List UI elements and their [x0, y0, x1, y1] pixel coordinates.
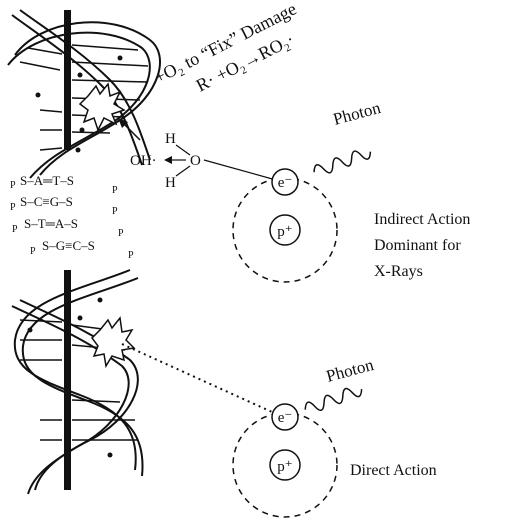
- direct-hit-dotted-line: [121, 343, 273, 413]
- lower-atom: e⁻ p⁺: [232, 403, 338, 518]
- upper-atom: e⁻ p⁺: [232, 168, 338, 283]
- backbone-strand-b-inner: [11, 14, 143, 166]
- phosphate-3: P: [10, 202, 16, 213]
- backbone-strand-a-inner: [7, 31, 151, 179]
- damage-splat-upper: [78, 82, 126, 132]
- direct-action-label: Direct Action: [350, 462, 437, 479]
- water-molecule: H H O OH·: [130, 131, 277, 191]
- water-to-electron-line: [203, 159, 277, 181]
- base-pair-4: S–G≡C–S: [42, 238, 95, 253]
- helix-axis-upper: [64, 10, 71, 150]
- nucleus-label-upper: p⁺: [277, 224, 292, 240]
- helix-rungs-lower: [19, 319, 138, 441]
- backbone-strand-b: [19, 9, 151, 161]
- electron-label-upper: e⁻: [278, 175, 293, 191]
- indirect-action-line1: Indirect Action: [374, 211, 470, 228]
- lower-dna-helix: [11, 269, 144, 495]
- damage-splat-lower: [91, 316, 136, 369]
- base-pair-3: S–T═A–S: [24, 216, 78, 231]
- photon-wave-upper: [313, 150, 372, 174]
- phosphate-7: P: [30, 246, 36, 257]
- phosphate-8: P: [128, 250, 134, 261]
- helix-dots-lower: [27, 297, 113, 458]
- electron-lower: [271, 403, 299, 431]
- backbone-strand-d-inner: [11, 305, 130, 495]
- helix-rungs-upper: [19, 44, 149, 151]
- electron-upper: [271, 168, 299, 196]
- helix-axis-lower: [64, 270, 71, 490]
- hydroxyl-radical: OH·: [130, 153, 157, 169]
- water-oxygen: O: [190, 153, 201, 169]
- water-h-top: H: [165, 131, 176, 147]
- nucleus-label-lower: p⁺: [277, 459, 292, 475]
- backbone-strand-a: [14, 21, 161, 176]
- radical-arrow-head: [118, 118, 128, 128]
- phosphate-2: P: [112, 185, 118, 196]
- nucleus-upper: [269, 214, 301, 246]
- photon-label-upper: Photon: [331, 98, 383, 129]
- photon-label-lower: Photon: [324, 355, 376, 386]
- photon-wave-lower: [304, 387, 363, 411]
- electron-label-lower: e⁻: [278, 410, 293, 426]
- phosphate-6: P: [118, 228, 124, 239]
- indirect-action-line2: Dominant for: [374, 237, 461, 254]
- base-pair-1: S–A═T–S: [20, 173, 74, 188]
- upper-dna-helix: [7, 9, 161, 179]
- base-pair-ladder: P S–A═T–S P P S–C≡G–S P P S–T═A–S P P S–…: [10, 173, 134, 261]
- phosphate-4: P: [112, 206, 118, 217]
- base-pair-2: S–C≡G–S: [20, 194, 73, 209]
- water-h-bottom: H: [165, 175, 176, 191]
- backbone-strand-c-inner: [21, 277, 144, 477]
- nucleus-lower: [269, 449, 301, 481]
- helix-dots-upper: [35, 55, 123, 153]
- indirect-action-line3: X-Rays: [374, 263, 423, 280]
- phosphate-1: P: [10, 180, 16, 191]
- phosphate-5: P: [12, 224, 18, 235]
